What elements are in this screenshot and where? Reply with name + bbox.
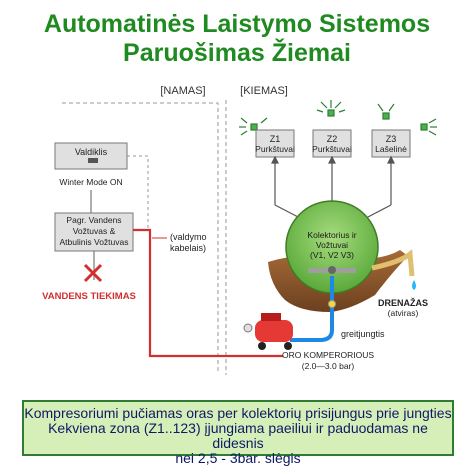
zone-box-z3: [371, 129, 411, 158]
air-hose: [290, 276, 334, 342]
drain-label: DRENAŽAS: [378, 297, 428, 308]
main-valve-line-1: Pagr. Vandens: [66, 215, 121, 225]
house-outline: [62, 102, 219, 372]
control-cable: [133, 228, 283, 358]
zone-box-z2: [312, 129, 352, 158]
collector-valve-icon: [308, 266, 356, 274]
compressor-icon: [243, 313, 293, 350]
controller-display-icon: [88, 158, 98, 163]
cable-label-line-2: kabelais): [170, 243, 206, 253]
drain-sublabel: (atviras): [388, 308, 419, 318]
drip-icon-z3: [377, 103, 437, 136]
footer-note: Kompresoriumi pučiamas oras per kolektor…: [22, 400, 454, 466]
zone-z3-name: Lašelinė: [375, 144, 407, 154]
title-line-2: Paruošimas Žiemai: [123, 39, 351, 67]
zone-z1-id: Z1: [270, 134, 281, 144]
sprinkler-icon-z1: [239, 117, 268, 136]
zone-z1-name: Purkštuvai: [255, 144, 295, 154]
sprinkler-icon-z2: [316, 100, 346, 117]
section-yard-label: [KIEMAS]: [240, 85, 288, 97]
controller-label: Valdiklis: [75, 147, 108, 157]
footer-line-2: Kekviena zona (Z1..123) įjungiama paeili…: [48, 420, 428, 451]
quick-connect-icon: [328, 300, 336, 308]
zone-z2-id: Z2: [327, 134, 338, 144]
zone-z3-id: Z3: [386, 134, 397, 144]
zone-z2-name: Purkštuvai: [312, 144, 352, 154]
main-valve-line-3: Atbulinis Vožtuvas: [60, 237, 129, 247]
controller-status: Winter Mode ON: [59, 177, 122, 187]
shutoff-x-icon: [83, 263, 103, 283]
cable-label-line-1: (valdymo: [170, 232, 207, 242]
water-supply-label: VANDENS TIEKIMAS: [42, 291, 136, 302]
zone-box-z1: [255, 129, 295, 158]
zone-supply-lines: [271, 155, 395, 219]
title-line-1: Automatinės Laistymo Sistemos: [43, 10, 431, 38]
collector-line-2: Vožtuvai: [316, 240, 348, 250]
quick-connect-label: greitjungtis: [341, 329, 385, 339]
section-house-label: [NAMAS]: [160, 85, 205, 97]
footer-line-1: Kompresoriumi pučiamas oras per kolektor…: [24, 405, 452, 421]
compressor-pressure: (2.0—3.0 bar): [302, 361, 355, 371]
footer-line-3: nei 2,5 - 3bar. slėgis: [175, 450, 301, 466]
controller-dashed-link: [127, 155, 149, 228]
drain-pipe: [371, 249, 415, 277]
compressor-label: ORO KOMPERORIOUS: [282, 350, 374, 360]
collector-line-3: (V1, V2 V3): [310, 250, 354, 260]
collector-line-1: Kolektorius ir: [307, 230, 356, 240]
main-valve-line-2: Vožtuvas &: [73, 226, 116, 236]
water-drop-icon: [412, 280, 416, 290]
